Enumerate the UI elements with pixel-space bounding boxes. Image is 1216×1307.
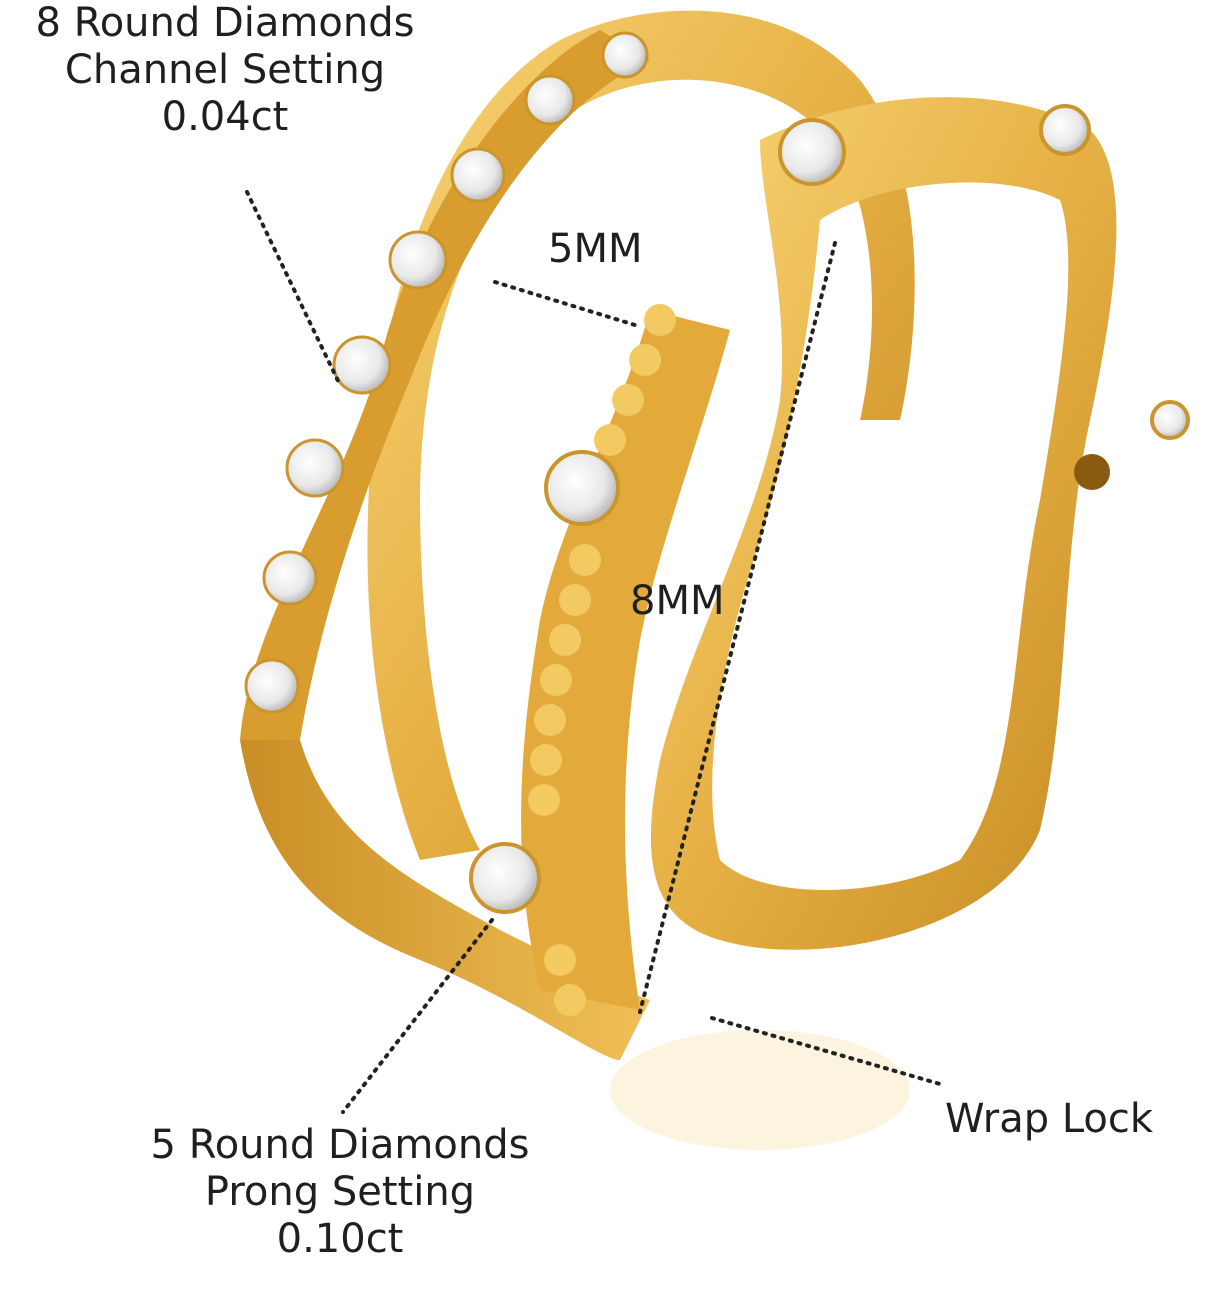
width-5mm-label: 5MM (548, 226, 643, 272)
callout-lines (245, 190, 942, 1114)
ring-reflection (610, 1030, 910, 1150)
prong-setting-text: Prong Setting (204, 1169, 476, 1216)
prong-carat-text: 0.10ct (276, 1216, 404, 1263)
bead-row (528, 304, 676, 1016)
wrap-lock-label: Wrap Lock (945, 1096, 1154, 1142)
channel-count-text: 8 Round Diamonds (35, 0, 415, 46)
prong-count-text: 5 Round Diamonds (150, 1122, 530, 1168)
prong-setting-label: 5 Round Diamonds Prong Setting 0.10ct (90, 1122, 590, 1264)
channel-setting-label: 8 Round Diamonds Channel Setting 0.04ct (0, 0, 450, 142)
width-8mm-label: 8MM (630, 578, 725, 624)
left-band (367, 10, 915, 860)
right-band (650, 97, 1117, 950)
channel-setting-text: Channel Setting (64, 47, 386, 94)
prong-diamonds (469, 104, 1190, 914)
channel-diamonds (244, 31, 649, 714)
channel-carat-text: 0.04ct (161, 94, 289, 141)
beaded-band (521, 310, 730, 1010)
wrap-lock-hole (1074, 454, 1110, 490)
left-band-channel (240, 30, 650, 740)
